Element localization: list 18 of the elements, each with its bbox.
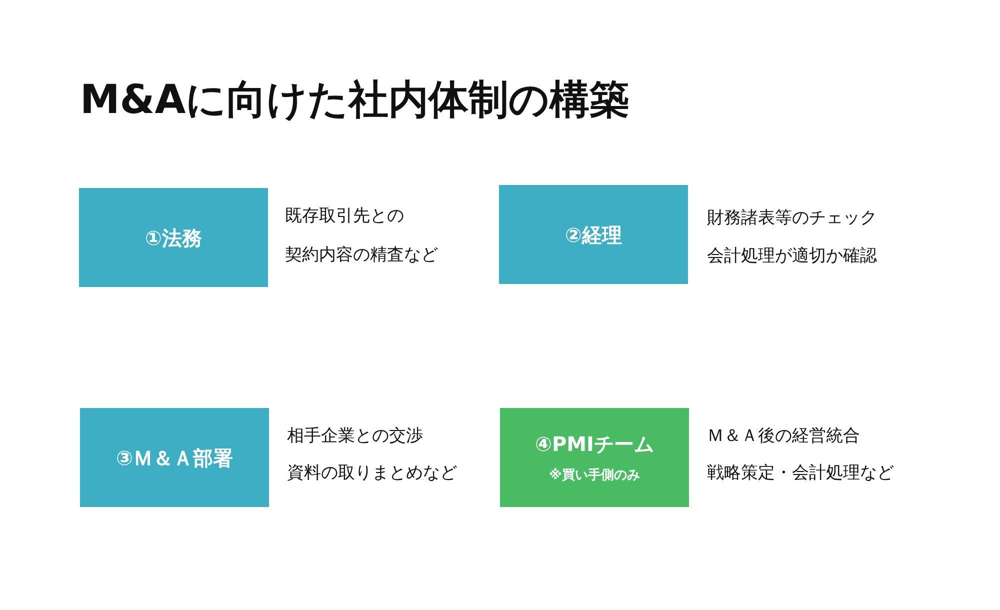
box-title: ③Ｍ＆Ａ部署: [116, 446, 233, 470]
note-text: ※買い手側のみ: [549, 468, 640, 484]
box-title: ④PMIチーム: [535, 432, 654, 456]
category-box: [79, 188, 268, 287]
title: M&Aに向けた社内体制の構築: [80, 76, 630, 124]
description-text: 資料の取りまとめなど: [287, 463, 457, 484]
category-box: [500, 408, 689, 507]
description-text: 契約内容の精査など: [285, 245, 438, 266]
description-text: 会計処理が適切か確認: [707, 246, 877, 266]
category-box: [80, 408, 269, 507]
description-text: 相手企業との交渉: [287, 426, 423, 446]
category-box: [499, 185, 688, 284]
box-title: ②経理: [565, 222, 622, 246]
description-text: Ｍ＆Ａ後の経営統合: [707, 426, 860, 446]
description-text: 既存取引先との: [285, 206, 404, 226]
description-text: 戦略策定・会計処理など: [707, 463, 894, 484]
description-text: 財務諸表等のチェック: [707, 208, 877, 228]
box-title: ①法務: [145, 226, 202, 250]
